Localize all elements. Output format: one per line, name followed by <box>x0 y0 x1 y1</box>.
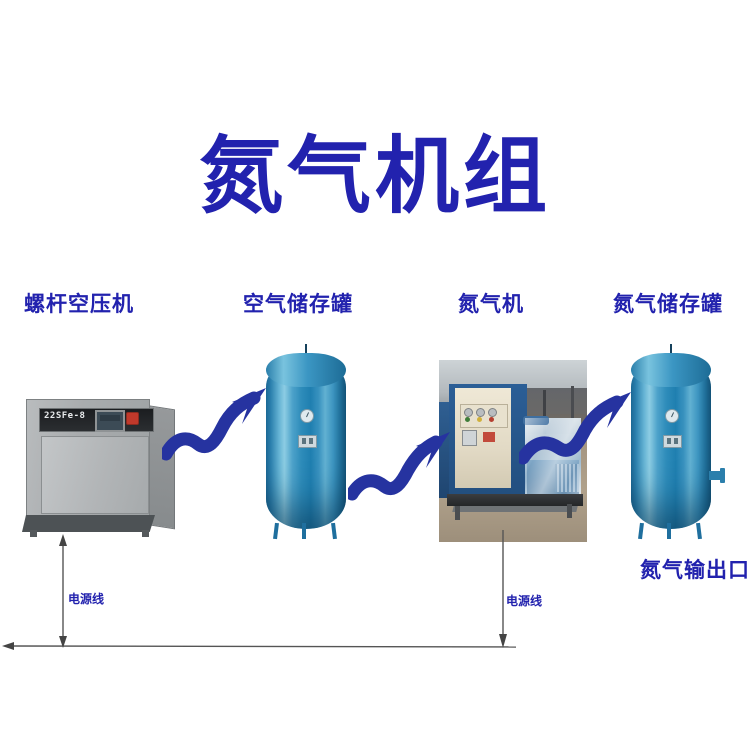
equipment-air-storage-tank <box>258 343 354 541</box>
label-power-line-nitrogen-generator: 电源线 <box>506 594 543 608</box>
nitrogen-generator-skid <box>447 494 583 506</box>
compressor-body: 22SFe-8 <box>26 399 154 523</box>
power-bus-line <box>2 642 517 650</box>
indicator-lamp-icon <box>465 417 470 422</box>
indicator-lamp-icon <box>489 417 494 422</box>
equipment-nitrogen-storage-tank <box>623 343 725 541</box>
tank-leg <box>667 523 671 539</box>
photo-background-beam <box>571 386 574 434</box>
gauge-icon <box>300 409 314 423</box>
warning-sticker-icon <box>483 432 495 442</box>
label-nitrogen-generator: 氮气机 <box>458 292 524 316</box>
compressor-base <box>22 515 155 532</box>
tank-vent-stem <box>670 344 672 358</box>
label-screw-air-compressor: 螺杆空压机 <box>24 292 134 316</box>
label-power-line-compressor: 电源线 <box>68 592 105 606</box>
compressor-access-door <box>41 436 149 514</box>
tank-leg <box>331 522 337 540</box>
tank-leg <box>638 522 644 540</box>
label-nitrogen-storage-tank: 氮气储存罐 <box>613 292 723 316</box>
control-knob-icon <box>488 408 497 417</box>
power-line-nitrogen-generator <box>499 530 507 648</box>
nameplate-icon <box>298 435 317 448</box>
compressor-foot <box>30 530 37 537</box>
compressor-model-text: 22SFe-8 <box>44 411 86 421</box>
protective-wrap <box>525 418 581 496</box>
nitrogen-generator-skid-rail <box>452 506 578 512</box>
equipment-screw-air-compressor: 22SFe-8 <box>18 395 178 540</box>
nitrogen-generator-leg <box>455 506 460 520</box>
nitrogen-outlet-flange <box>709 468 725 483</box>
tank-dome-top <box>266 353 346 387</box>
compressor-display-screen <box>95 410 125 432</box>
nameplate-icon <box>663 435 682 448</box>
wavy-arrow-icon-nitrogen-generator-to-nitrogen-tank <box>519 392 631 465</box>
tank-leg <box>302 523 306 539</box>
compressor-foot <box>142 530 149 537</box>
tank-leg <box>696 522 702 540</box>
wavy-arrow-icon-compressor-to-air-tank <box>162 388 266 461</box>
label-air-storage-tank: 空气储存罐 <box>243 292 353 316</box>
tank-dome-top <box>631 353 711 387</box>
wavy-arrow-icon-air-tank-to-nitrogen-generator <box>348 432 450 501</box>
nitrogen-generator-leg <box>567 504 572 518</box>
control-knob-icon <box>476 408 485 417</box>
tank-vent-stem <box>305 344 307 358</box>
indicator-lamp-icon <box>477 417 482 422</box>
control-knob-icon <box>464 408 473 417</box>
gauge-icon <box>665 409 679 423</box>
page-title: 氮气机组 <box>198 127 551 225</box>
photo-background-beam <box>543 390 546 434</box>
tank-leg <box>273 522 279 540</box>
power-line-compressor <box>59 534 67 648</box>
gauge-icon <box>462 430 477 446</box>
compressor-power-button-icon <box>126 412 139 425</box>
label-nitrogen-outlet: 氮气输出口 <box>640 558 750 582</box>
